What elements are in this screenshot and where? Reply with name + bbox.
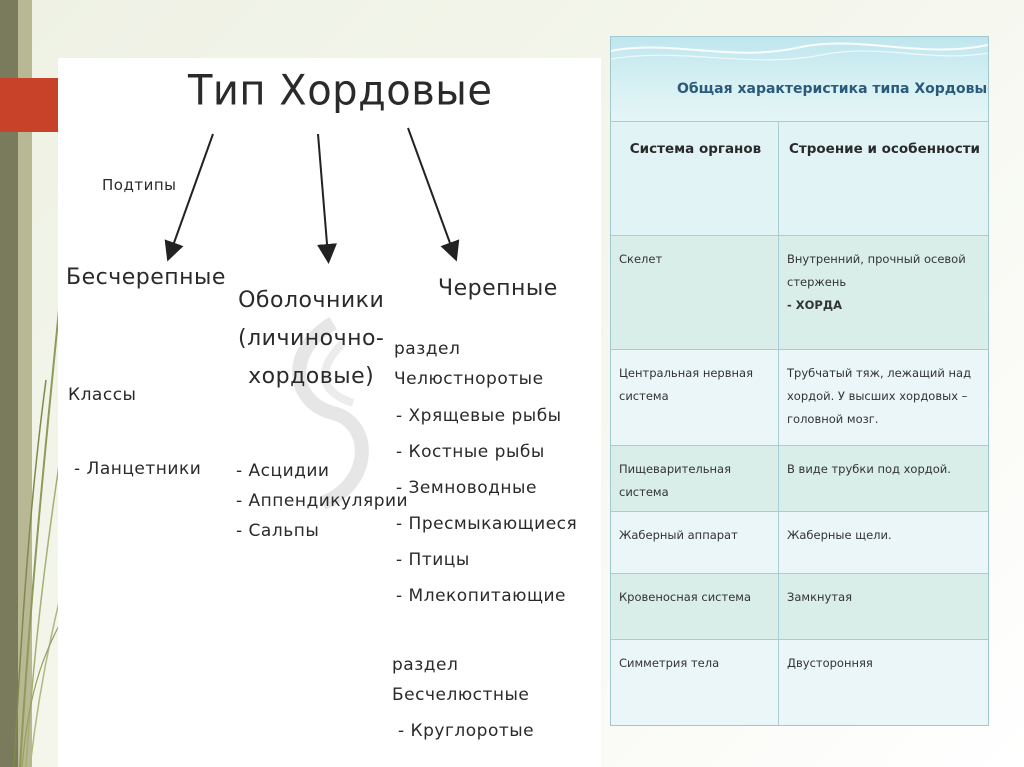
list-item: - Пресмыкающиеся xyxy=(396,514,578,534)
list-item: - Асцидии xyxy=(236,461,330,481)
table-header-row: Система органов Строение и особенности xyxy=(611,121,988,235)
subtypes-label: Подтипы xyxy=(102,176,177,194)
characteristics-table: Общая характеристика типа Хордовые Систе… xyxy=(610,36,989,726)
acrania-item: - Ланцетники xyxy=(74,459,202,479)
organ-system-cell: Скелет xyxy=(611,236,779,349)
list-item: - Аппендикулярии xyxy=(236,491,409,511)
list-item: - Сальпы xyxy=(236,521,320,541)
description-cell: Двусторонняя xyxy=(787,656,873,670)
gnathostomata-list: - Хрящевые рыбы - Костные рыбы - Земново… xyxy=(396,398,577,614)
tunicata-heading-line: (личиночно- xyxy=(238,326,385,351)
accent-red-block xyxy=(0,78,58,132)
table-row: Кровеносная система Замкнутая xyxy=(611,573,988,639)
watermark-swirl-icon xyxy=(292,317,369,510)
list-item: - Млекопитающие xyxy=(396,586,567,606)
section-line: Бесчелюстные xyxy=(392,685,530,705)
table-row: Центральная нервная система Трубчатый тя… xyxy=(611,349,988,445)
diagram-arrows xyxy=(164,127,460,264)
arrow-to-craniata xyxy=(407,127,460,262)
section-line: раздел xyxy=(394,339,461,359)
arrow-to-acrania xyxy=(164,133,214,262)
tunicata-list: - Асцидии - Аппендикулярии - Сальпы xyxy=(236,456,408,546)
description-cell: В виде трубки под хордой. xyxy=(787,462,951,476)
column-header: Строение и особенности xyxy=(789,141,980,157)
list-item: - Костные рыбы xyxy=(396,442,545,462)
description-cell: Замкнутая xyxy=(787,590,853,604)
tunicata-heading-line: хордовые) xyxy=(248,364,375,389)
table-row: Жаберный аппарат Жаберные щели. xyxy=(611,511,988,573)
organ-system-cell: Центральная нервная система xyxy=(611,350,779,445)
description-text: Внутренний, прочный осевой стержень xyxy=(787,252,966,289)
table-row: Скелет Внутренний, прочный осевой стерже… xyxy=(611,235,988,349)
section-line: Челюстноротые xyxy=(394,369,544,389)
table-header-band: Общая характеристика типа Хордовые xyxy=(611,37,988,121)
list-item: - Земноводные xyxy=(396,478,537,498)
table-row: Пищеварительная система В виде трубки по… xyxy=(611,445,988,511)
tunicata-heading-line: Оболочники xyxy=(238,288,385,313)
section-line: раздел xyxy=(392,655,459,675)
craniata-heading: Черепные xyxy=(438,276,558,301)
description-cell: Внутренний, прочный осевой стержень - ХО… xyxy=(779,236,988,349)
acrania-heading: Бесчерепные xyxy=(66,265,226,290)
table-title: Общая характеристика типа Хордовые xyxy=(677,81,989,97)
chordata-diagram: Тип Хордовые Подтипы Бесчерепные Классы … xyxy=(58,58,601,767)
description-cell: Жаберные щели. xyxy=(787,528,892,542)
wave-decoration-icon xyxy=(611,42,988,61)
description-bold-text: - ХОРДА xyxy=(787,298,842,312)
left-stripe-light xyxy=(18,0,32,767)
table-row: Симметрия тела Двусторонняя xyxy=(611,639,988,725)
column-header: Система органов xyxy=(611,122,779,235)
classes-label: Классы xyxy=(68,385,137,405)
left-stripe-dark xyxy=(0,0,18,767)
tunicata-heading: Оболочники (личиночно- хордовые) xyxy=(238,282,384,396)
organ-system-cell: Кровеносная система xyxy=(611,574,779,639)
arrow-to-tunicata xyxy=(317,133,337,264)
organ-system-cell: Жаберный аппарат xyxy=(611,512,779,573)
gnathostomata-section: раздел Челюстноротые xyxy=(394,334,544,394)
agnatha-section: раздел Бесчелюстные xyxy=(392,650,529,710)
agnatha-item: - Круглоротые xyxy=(398,721,535,741)
diagram-title: Тип Хордовые xyxy=(188,66,493,116)
organ-system-cell: Симметрия тела xyxy=(611,640,779,725)
list-item: - Хрящевые рыбы xyxy=(396,406,562,426)
list-item: - Птицы xyxy=(396,550,470,570)
organ-system-cell: Пищеварительная система xyxy=(611,446,779,511)
description-cell: Трубчатый тяж, лежащий над хордой. У выс… xyxy=(787,366,972,426)
